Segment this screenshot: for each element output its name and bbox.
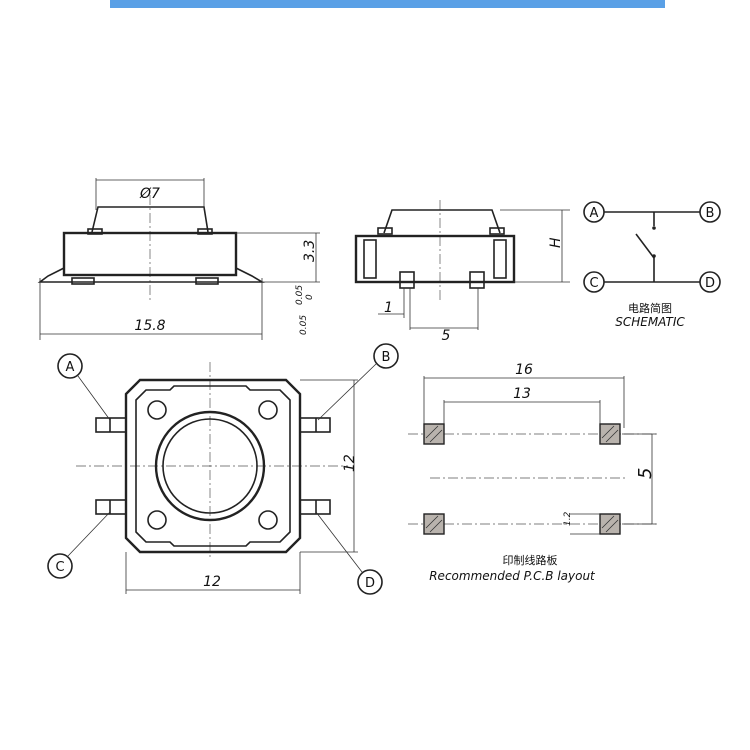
pcb-pad-b <box>599 423 621 445</box>
pcb-pad-label: 1.2 <box>563 511 573 526</box>
schematic-title-en: SCHEMATIC <box>615 315 685 329</box>
pcb-pad-a <box>423 423 445 445</box>
pcb-title-en: Recommended P.C.B layout <box>429 569 596 583</box>
schematic-terminal-d: D <box>705 276 715 291</box>
height-h-label: H <box>548 237 564 248</box>
pin-width-label: 1 <box>384 300 393 316</box>
pcb-spacing-label: 5 <box>635 468 656 479</box>
pin-spacing-label: 5 <box>442 328 451 344</box>
pcb-title-cn: 印制线路板 <box>503 553 558 567</box>
schematic-terminal-c: C <box>589 276 598 291</box>
side-view: Ø7 15.8 3.3 0.05 0.05 0 <box>37 178 320 340</box>
pcb-pad-d <box>599 513 621 535</box>
diameter-label: Ø7 <box>139 186 160 202</box>
schematic-terminal-a: A <box>590 206 599 221</box>
top-accent-bar <box>110 0 665 8</box>
pcb-outer-width-label: 16 <box>515 362 533 378</box>
top-terminal-d: D <box>365 576 375 591</box>
schematic: A B C D 电路简图 SCHEMATIC <box>583 201 721 329</box>
top-view: A B C D 12 12 <box>47 343 399 595</box>
schematic-title-cn: 电路简图 <box>628 301 672 315</box>
schematic-terminal-b: B <box>706 206 715 221</box>
pcb-layout: 16 13 5 1.2 印制线路板 Recommended P.C.B layo… <box>408 362 660 583</box>
front-view: 1 5 H <box>354 200 570 344</box>
top-terminal-c: C <box>55 560 64 575</box>
pcb-inner-width-label: 13 <box>513 386 531 402</box>
top-terminal-a: A <box>66 360 75 375</box>
top-height-label: 12 <box>342 454 358 472</box>
width-label: 15.8 <box>134 318 165 334</box>
top-width-label: 12 <box>203 574 221 590</box>
pcb-pad-c <box>423 513 445 535</box>
height-label: 3.3 <box>302 240 318 262</box>
tolerance-small-lower: 0 <box>305 294 315 300</box>
top-terminal-b: B <box>382 350 391 365</box>
tolerance-small-upper: 0.05 <box>295 285 305 305</box>
tolerance-label: 0.05 <box>299 315 309 335</box>
